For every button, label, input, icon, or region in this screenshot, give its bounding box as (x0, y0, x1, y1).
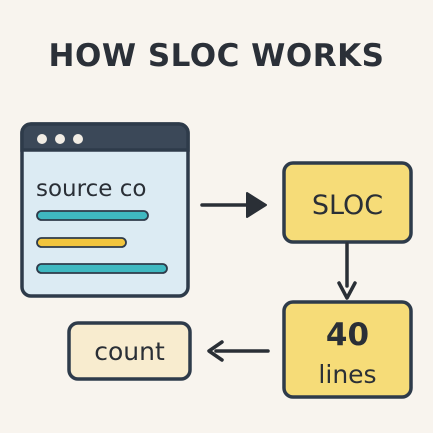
arrow-left-icon (207, 340, 270, 362)
source-window-titlebar (20, 122, 190, 152)
source-window-label: source co (36, 176, 146, 202)
result-box: 40 lines (282, 300, 413, 399)
arrow-right-icon (200, 192, 267, 218)
sloc-label: SLOC (312, 190, 383, 221)
code-line-teal-2 (36, 263, 168, 274)
count-box: count (67, 321, 192, 381)
code-line-yellow (36, 237, 127, 248)
diagram-title: HOW SLOC WORKS (48, 38, 385, 74)
arrow-down-icon (337, 242, 357, 300)
sloc-box: SLOC (282, 161, 413, 244)
code-line-teal-1 (36, 210, 149, 221)
result-unit: lines (318, 360, 376, 389)
three-dots-icon (37, 134, 83, 144)
source-code-window: source co (20, 122, 190, 298)
count-label: count (94, 337, 165, 366)
result-value: 40 (326, 317, 369, 353)
